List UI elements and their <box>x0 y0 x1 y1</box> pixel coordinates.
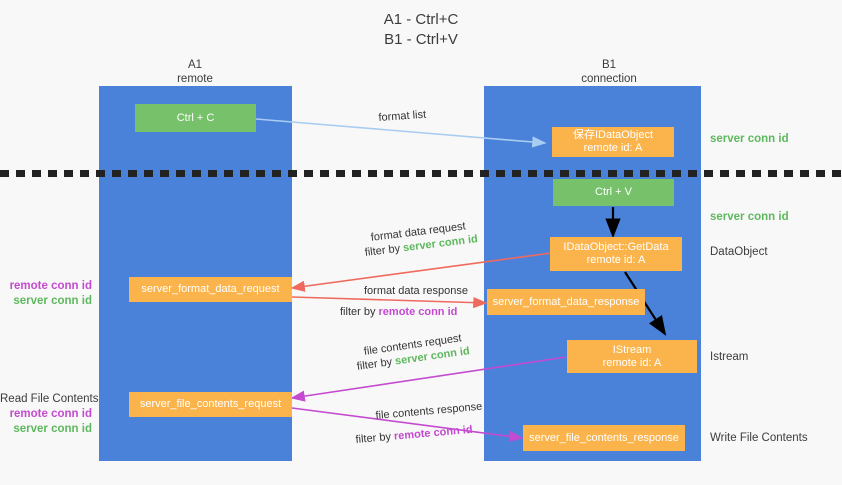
node-server-format-data-response-label: server_format_data_response <box>492 295 640 308</box>
node-istream-line2: remote id: A <box>602 356 662 369</box>
node-server-file-contents-request-label: server_file_contents_request <box>139 398 282 410</box>
filter-prefix: filter by <box>356 355 396 373</box>
diagram-title: A1 - Ctrl+C B1 - Ctrl+V <box>0 10 842 50</box>
phase-divider <box>0 170 842 177</box>
filter-prefix: filter by <box>340 306 379 318</box>
node-save-dataobject-line2: remote id: A <box>583 142 643 154</box>
edge-label-file-contents-response: file contents response <box>375 400 483 422</box>
filter-key-remote-conn-id: remote conn id <box>393 423 474 443</box>
node-istream[interactable]: IStream remote id: A <box>567 340 697 373</box>
right-label-istream: Istream <box>710 351 749 363</box>
column-header-a1: A1 remote <box>95 58 295 86</box>
node-ctrl-v[interactable]: Ctrl + V <box>553 179 674 206</box>
node-server-file-contents-request[interactable]: server_file_contents_request <box>129 392 292 417</box>
title-line-2: B1 - Ctrl+V <box>384 31 458 48</box>
node-server-file-contents-response[interactable]: server_file_contents_response <box>523 425 685 451</box>
left-label-server-conn-id: server conn id <box>13 423 92 435</box>
edge-label-format-data-response: format data response <box>364 285 468 297</box>
filter-prefix: filter by <box>364 242 404 259</box>
left-label-server-conn-id: server conn id <box>13 295 92 307</box>
node-idataobject-getdata[interactable]: IDataObject::GetData remote id: A <box>550 237 682 271</box>
node-idataobject-getdata-line2: remote id: A <box>586 254 646 266</box>
column-a1-sub: remote <box>177 73 213 85</box>
column-b1-sub: connection <box>581 73 637 85</box>
column-a1-name: A1 <box>187 59 203 71</box>
node-server-format-data-response[interactable]: server_format_data_response <box>487 289 645 315</box>
filter-key-remote-conn-id: remote conn id <box>378 306 458 318</box>
left-label-group-format: remote conn id server conn id <box>0 279 92 309</box>
node-server-format-data-request-label: server_format_data_request <box>141 283 280 295</box>
left-label-read-file-contents: Read File Contents <box>0 393 99 405</box>
left-label-remote-conn-id: remote conn id <box>9 280 92 292</box>
edge-label-format-list: format list <box>378 108 427 124</box>
column-header-b1: B1 connection <box>509 58 709 86</box>
node-ctrl-v-label: Ctrl + V <box>595 186 632 198</box>
right-label-server-conn-id-mid: server conn id <box>710 211 789 223</box>
left-label-group-file: Read File Contents remote conn id server… <box>0 392 99 437</box>
edge-label-file-contents-response-filter: filter by remote conn id <box>355 423 473 447</box>
edge-label-format-data-response-filter: filter by remote conn id <box>340 305 457 319</box>
filter-prefix: filter by <box>355 430 395 446</box>
node-server-format-data-request[interactable]: server_format_data_request <box>129 277 292 302</box>
right-label-server-conn-id-top: server conn id <box>710 133 789 145</box>
column-b1-name: B1 <box>601 59 617 71</box>
right-label-dataobject: DataObject <box>710 246 768 258</box>
right-label-write-file-contents: Write File Contents <box>710 432 808 444</box>
node-idataobject-getdata-line1: IDataObject::GetData <box>563 241 669 253</box>
node-ctrl-c-label: Ctrl + C <box>176 111 215 124</box>
node-server-file-contents-response-label: server_file_contents_response <box>529 431 679 444</box>
node-save-dataobject-line1: 保存IDataObject <box>572 129 654 141</box>
node-istream-line1: IStream <box>612 343 652 356</box>
node-ctrl-c[interactable]: Ctrl + C <box>135 104 256 132</box>
node-save-dataobject[interactable]: 保存IDataObject remote id: A <box>552 127 674 157</box>
title-line-1: A1 - Ctrl+C <box>383 11 459 28</box>
left-label-remote-conn-id: remote conn id <box>9 408 92 420</box>
